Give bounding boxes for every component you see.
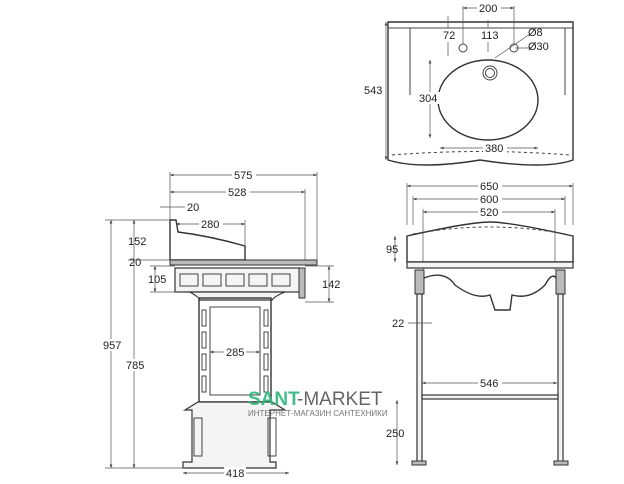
dim-520: 520 <box>480 207 498 219</box>
watermark-tagline: ИНТЕРНЕТ-МАГАЗИН САНТЕХНИКИ <box>248 409 388 418</box>
dim-380: 380 <box>485 143 503 155</box>
dim-20-thickness: 20 <box>187 202 199 214</box>
top-view: 200 72 113 Ø8 Ø30 543 304 380 <box>364 2 574 166</box>
leg-right <box>557 293 564 463</box>
crossbar <box>421 394 559 400</box>
side-countertop <box>169 259 318 266</box>
dim-152: 152 <box>128 236 146 248</box>
side-bracket <box>298 267 306 299</box>
dim-d30: Ø30 <box>528 41 549 53</box>
dim-575: 575 <box>234 170 252 182</box>
basin <box>437 59 539 141</box>
watermark: SANT -MARKET ИНТЕРНЕТ-МАГАЗИН САНТЕХНИКИ <box>248 389 388 418</box>
dim-285: 285 <box>226 347 244 359</box>
dim-142: 142 <box>322 279 340 291</box>
leg-left-top <box>414 269 425 295</box>
dim-546: 546 <box>480 378 498 390</box>
dim-304: 304 <box>419 93 437 105</box>
watermark-brand-green: SANT <box>248 389 300 410</box>
tap-hole <box>458 43 468 53</box>
dim-528: 528 <box>228 187 246 199</box>
dim-543: 543 <box>364 85 382 97</box>
dim-20-top: 20 <box>129 257 141 269</box>
dim-280: 280 <box>201 219 219 231</box>
pedestal-base <box>182 401 288 469</box>
top-view-outline <box>387 21 574 166</box>
leg-left <box>416 293 423 463</box>
dim-200: 200 <box>479 3 497 15</box>
drain <box>482 65 498 81</box>
dim-105: 105 <box>148 274 166 286</box>
leg-right-top <box>555 269 566 295</box>
dim-418: 418 <box>226 468 244 480</box>
dim-650: 650 <box>480 181 498 193</box>
dim-113: 113 <box>481 30 499 42</box>
dim-95: 95 <box>386 244 398 256</box>
dim-957: 957 <box>103 340 121 352</box>
side-view: 575 528 20 280 152 20 105 142 957 785 28… <box>101 169 340 480</box>
dim-72: 72 <box>443 30 455 42</box>
front-basin-top <box>406 221 574 263</box>
side-backsplash <box>169 219 246 261</box>
side-apron <box>174 267 301 293</box>
dim-250: 250 <box>386 428 404 440</box>
watermark-brand-grey: -MARKET <box>297 389 383 410</box>
dim-785: 785 <box>126 360 144 372</box>
dim-22: 22 <box>392 318 404 330</box>
dim-d8: Ø8 <box>528 27 543 39</box>
front-bowl <box>423 274 557 311</box>
dim-600: 600 <box>480 194 498 206</box>
front-view: 650 600 520 95 22 546 250 <box>386 180 574 466</box>
